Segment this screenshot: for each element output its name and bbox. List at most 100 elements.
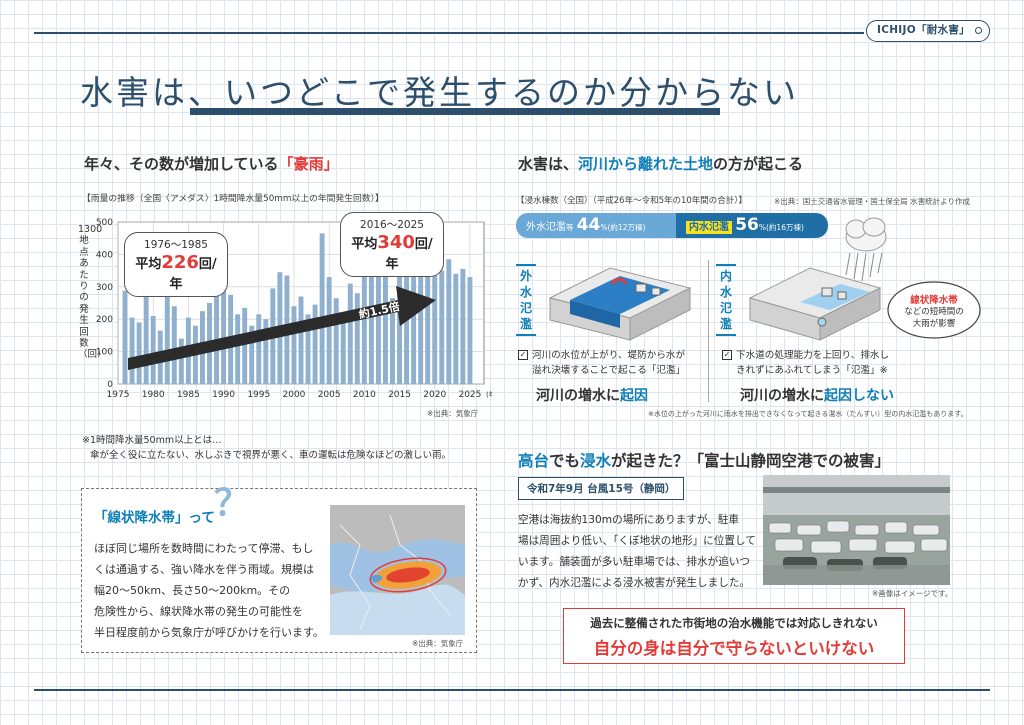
rain-band-bubble: [887, 281, 981, 339]
brand-dot-icon: [975, 27, 982, 34]
chart-x-tick-label: 2020: [423, 390, 446, 400]
stats-caption: 【浸水棟数（全国）（平成26年〜令和5年の10年間の合計）】: [516, 196, 748, 206]
checkbox-icon: ✓: [518, 350, 528, 360]
chart-bar: [164, 286, 170, 384]
chart-bar: [432, 254, 438, 384]
chart-bar: [368, 262, 374, 384]
diagram-divider: [708, 260, 709, 402]
chart-x-tick-label: 2010: [353, 390, 376, 400]
chart-x-tick-label: 1975: [107, 390, 130, 400]
warning-box: 過去に整備された市街地の治水機能では対応しきれない 自分の身は自分で守らないとい…: [563, 608, 905, 664]
chart-y-tick-label: 0: [107, 380, 113, 390]
right-heading: 水害は、河川から離れた土地の方が起こる: [518, 153, 803, 174]
bubble-old-years: 1976〜1985: [144, 239, 208, 251]
airport-heading: 高台でも浸水が起きた？「富士山静岡空港での被害」: [518, 449, 890, 471]
bubble-old-average: 平均226回/年: [131, 252, 221, 292]
chart-bar: [256, 314, 262, 384]
chart-bar: [171, 306, 177, 384]
chart-bar: [298, 296, 304, 384]
chart-bar: [375, 265, 381, 384]
chart-bar: [312, 304, 318, 384]
left-heading-highlight: 「豪雨」: [278, 155, 339, 173]
flooded-parking-photo: [763, 475, 950, 585]
airport-heading-hl1: 高台: [518, 452, 550, 470]
chart-y-tick-label: 200: [96, 315, 113, 325]
inner-flood-check: ✓下水道の処理能力を上回り、排水し きれずにあふれてしまう「氾濫」※: [722, 348, 889, 378]
chart-bar: [305, 314, 311, 384]
rain-band-title: 「線状降水帯」って: [94, 510, 215, 526]
brand-badge: ICHIJO「耐水害」: [866, 20, 990, 42]
outer-flood-percent: 44: [576, 215, 601, 235]
radar-map-image: [330, 505, 465, 635]
bubble-new-suffix: 回/年: [385, 237, 433, 272]
chart-x-unit: (年): [486, 390, 492, 399]
chart-bar: [460, 268, 466, 384]
bubble-new-years: 2016〜2025: [360, 219, 424, 231]
chart-x-tick-label: 2025: [458, 390, 481, 400]
chart-caption: 【雨量の推移（全国〈アメダス〉1時間降水量50mm以上の年間発生回数）】: [82, 194, 384, 204]
chart-bar: [340, 314, 346, 384]
title-underline: [190, 108, 720, 115]
typhoon-tag: 令和7年9月 台風15号（静岡）: [518, 477, 685, 500]
page-title: 水害は、いつどこで発生するのか分からない: [80, 73, 800, 112]
bubble-new-value: 340: [377, 232, 415, 253]
checkbox-icon: ✓: [722, 350, 732, 360]
top-rule: [34, 32, 864, 34]
chart-y-tick-label: 100: [96, 348, 113, 358]
chart-bar: [221, 259, 227, 384]
inner-flood-percent: 56: [735, 215, 759, 235]
bubble-old-prefix: 平均: [135, 257, 162, 272]
inner-callout-pre: 河川の増水に: [740, 388, 824, 404]
outer-flood-check: ✓河川の水位が上がり、堤防から水が 溢れ決壊することで起こる「氾濫」: [518, 348, 685, 378]
outer-flood-label-note: 等: [566, 223, 574, 232]
photo-note: ※画像はイメージです。: [872, 589, 953, 598]
bubble-new-prefix: 平均: [351, 237, 378, 252]
outer-flood-count: (約12万棟): [607, 223, 646, 232]
chart-bar: [291, 306, 297, 384]
question-mark-icon: ？: [214, 483, 251, 524]
chart-x-tick-label: 1990: [212, 390, 235, 400]
chart-bar: [129, 317, 135, 384]
inner-flood-count: (約16万棟): [766, 223, 804, 232]
right-heading-highlight: 河川から離れた土地: [578, 155, 714, 173]
right-heading-pre: 水害は、: [518, 155, 579, 173]
chart-bar: [467, 277, 473, 384]
chart-bar: [242, 307, 248, 384]
outer-flood-callout: 河川の増水に起因: [536, 385, 648, 405]
chart-bar: [453, 273, 459, 384]
diagram-note: ※水位の上がった河川に雨水を排出できなくなって起きる湛水（たんすい）型の内水氾濫…: [648, 410, 968, 418]
chart-bar: [439, 270, 445, 384]
chart-x-tick-label: 1985: [177, 390, 200, 400]
inner-flood-label: 内水氾濫: [686, 221, 732, 234]
airport-description: 空港は海抜約130mの場所にありますが、駐車 場は周囲より低い、「くぼ地状の地形…: [518, 514, 756, 589]
warning-line-2: 自分の身は自分で守らないといけない: [593, 639, 875, 658]
chart-bar: [446, 259, 452, 384]
trend-arrow-icon: [128, 286, 436, 370]
bubble-old-suffix: 回/年: [169, 257, 217, 292]
chart-bar: [326, 277, 332, 384]
chart-y-tick-label: 300: [96, 283, 113, 293]
bottom-rule: [34, 689, 990, 691]
rain-band-sub: などの短時間の 大雨が影響: [904, 307, 964, 329]
chart-bar: [249, 325, 255, 384]
footnote-2: 傘が全く役に立たない、水しぶきで視界が悪く、車の運転は危険なほどの激しい雨。: [90, 450, 452, 461]
outer-flood-illustration: [548, 267, 692, 341]
cloud-rain-icon: [845, 217, 887, 282]
inner-flood-percent-unit: %: [758, 223, 766, 232]
inner-flood-vlabel: 内水氾濫: [716, 264, 736, 336]
chart-x-tick-label: 2000: [283, 390, 306, 400]
chart-bar: [122, 290, 128, 384]
bubble-new-average: 平均340回/年: [347, 232, 437, 272]
chart-bar: [150, 315, 156, 384]
warning-line-1: 過去に整備された市街地の治水機能では対応しきれない: [590, 616, 878, 630]
chart-bar: [382, 272, 388, 384]
outer-callout-pre: 河川の増水に: [536, 388, 620, 404]
inner-flood-callout: 河川の増水に起因しない: [740, 385, 894, 405]
chart-bar: [418, 259, 424, 384]
inner-flood-illustration: [748, 267, 882, 341]
chart-x-tick-label: 1980: [142, 390, 165, 400]
left-heading-text: 年々、その数が増加している: [84, 155, 279, 173]
left-heading: 年々、その数が増加している「豪雨」: [84, 153, 339, 174]
chart-y-tick-label: 400: [96, 250, 113, 260]
chart-bar: [263, 319, 269, 384]
